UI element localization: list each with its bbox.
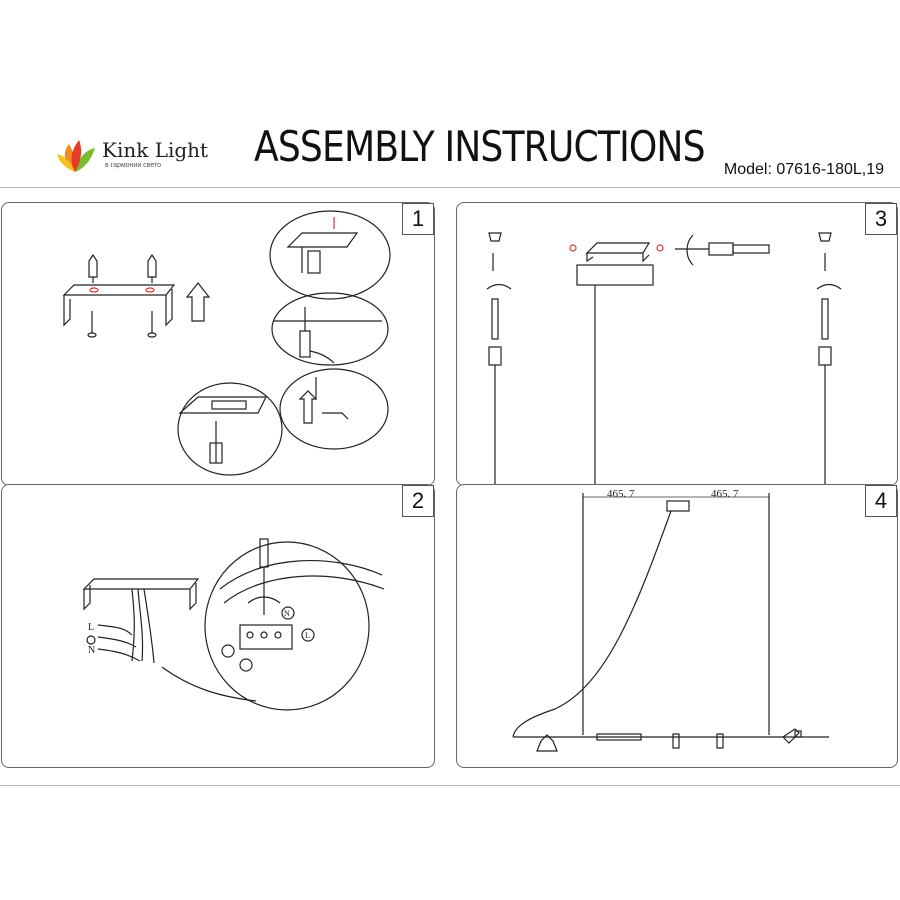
header-divider (0, 187, 900, 188)
step-3-panel: 3 (456, 202, 898, 486)
screwdriver-icon (675, 234, 770, 266)
step-4-number: 4 (865, 485, 897, 517)
wall-anchor-right-icon (147, 253, 157, 283)
page-title: ASSEMBLY INSTRUCTIONS (254, 122, 706, 171)
step-2-number: 2 (402, 485, 434, 517)
wall-anchor-left-icon (88, 253, 98, 283)
step-2-panel: 2 L N N L (1, 484, 435, 768)
mounting-bracket-icon (62, 284, 176, 327)
leaf-logo-icon (57, 140, 95, 172)
model-number: Model: 07616-180L,19 (723, 161, 884, 178)
brand-name: Kink Light (102, 138, 209, 162)
terminal-label-n: N (284, 609, 290, 618)
wire-label-n: N (88, 645, 95, 656)
step-4-illustration: 465. 7 465. 7 (512, 488, 829, 752)
terminal-screw-icons (246, 631, 282, 639)
step-3-illustration (486, 232, 842, 485)
dimension-left: 465. 7 (607, 488, 635, 500)
step-1-number: 1 (402, 203, 434, 235)
step-1-panel: 1 (1, 202, 435, 486)
step-3-number: 3 (865, 203, 897, 235)
wire-label-l: L (88, 622, 94, 633)
screw-left-icon (87, 311, 97, 338)
footer-divider (0, 785, 900, 786)
arrow-up-icon (185, 282, 211, 322)
dimension-right: 465. 7 (711, 488, 739, 500)
step-1-illustration (62, 210, 391, 476)
step-4-panel: 4 465. 7 465. 7 (456, 484, 898, 768)
brand-logo: Kink Light в гармонии свето (55, 132, 215, 180)
terminal-label-l: L (305, 631, 310, 640)
ground-icon (86, 635, 96, 645)
brand-tagline: в гармонии свето (105, 162, 162, 169)
screw-right-icon (147, 311, 157, 338)
step-2-illustration: L N N L (82, 538, 385, 711)
